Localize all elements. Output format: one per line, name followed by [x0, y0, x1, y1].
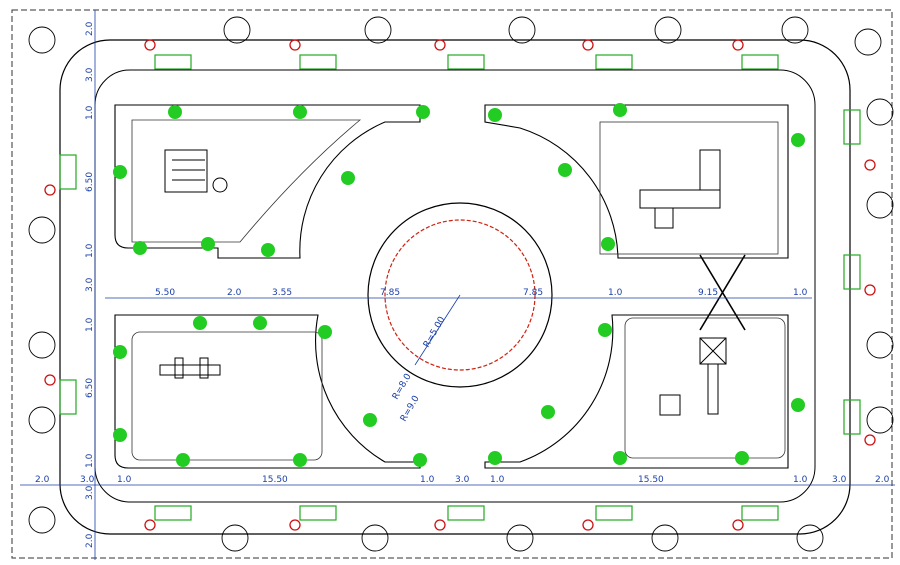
block-top-left — [114, 104, 421, 259]
playground-structure-topright — [639, 149, 721, 229]
dim-bottom-outer-left: 2.0 — [35, 475, 50, 485]
dim-side-top-outer: 2.0 — [85, 21, 95, 36]
playground-structure-bottomleft — [159, 357, 221, 379]
block-bottom-left — [114, 314, 421, 469]
lamp-icon-group — [44, 39, 876, 531]
perimeter-path-outer — [59, 39, 851, 535]
dim-bottom-edge-mid-right: 1.0 — [490, 475, 505, 485]
dim-side-bottom-edge2: 1.0 — [85, 453, 95, 468]
bench-icon-group — [59, 54, 861, 521]
playground-structure-topleft — [164, 149, 228, 193]
dim-radius-left: 7.85 — [380, 288, 400, 298]
dim-side-center: 3.0 — [85, 277, 95, 292]
block-bottom-right — [484, 314, 789, 469]
shrub-icon-group — [113, 103, 805, 467]
dim-bottom-block-right: 15.50 — [638, 475, 664, 485]
dim-play-width: 9.15 — [698, 288, 718, 298]
swing-frame — [699, 254, 746, 331]
dim-side-bottom-path: 3.0 — [85, 485, 95, 500]
dim-side-top-edge: 1.0 — [85, 105, 95, 120]
dim-left-block: 5.50 — [155, 288, 175, 298]
dim-bottom-center-gap: 3.0 — [455, 475, 470, 485]
radius-inner-label: R=5.00 — [422, 315, 448, 350]
dim-edge-right: 1.0 — [608, 288, 623, 298]
dim-bottom-edge-mid-left: 1.0 — [420, 475, 435, 485]
radius-outer-label: R=9.0 — [399, 394, 422, 424]
dim-right-block: 3.55 — [272, 288, 292, 298]
dim-radius-right: 7.85 — [523, 288, 543, 298]
dim-bottom-block-left: 15.50 — [262, 475, 288, 485]
perimeter-path-inner — [94, 69, 816, 503]
dim-side-top-edge2: 1.0 — [85, 243, 95, 258]
block-top-right — [484, 104, 789, 259]
central-circle-outer — [367, 202, 553, 388]
dim-bottom-outer-right: 2.0 — [875, 475, 890, 485]
dim-bottom-path-right: 3.0 — [832, 475, 847, 485]
dim-side-top-block: 6.50 — [85, 172, 95, 192]
site-boundary — [11, 9, 893, 559]
dim-side-bottom-edge: 1.0 — [85, 317, 95, 332]
dim-side-bottom-block: 6.50 — [85, 378, 95, 398]
dim-gap-center: 2.0 — [227, 288, 242, 298]
central-flowerbed — [384, 219, 536, 371]
dim-edge-far-right: 1.0 — [793, 288, 808, 298]
dim-side-bottom-outer: 2.0 — [85, 533, 95, 548]
dim-bottom-path-left: 3.0 — [80, 475, 95, 485]
dim-bottom-edge-right: 1.0 — [793, 475, 808, 485]
dimension-lines — [20, 10, 895, 560]
dim-bottom-edge-left: 1.0 — [117, 475, 132, 485]
tree-icon-group — [28, 16, 894, 552]
playground-structure-bottomright — [659, 337, 727, 416]
dim-side-top-path: 3.0 — [85, 67, 95, 82]
